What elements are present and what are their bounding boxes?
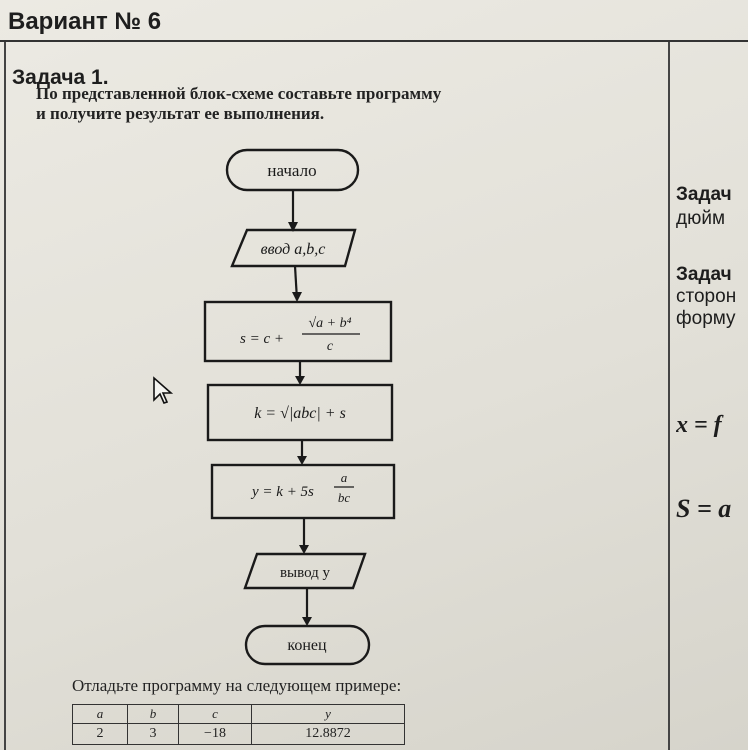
left-border (4, 42, 6, 750)
variant-title: Вариант № 6 (8, 8, 162, 35)
arrowhead (297, 456, 307, 465)
table-header-cell: y (251, 704, 405, 724)
process-block-s (203, 300, 393, 363)
right-formula-2: S = a (676, 494, 732, 523)
process-block-k (206, 383, 394, 442)
input-label: ввод a,b,c (261, 241, 326, 258)
output-label: вывод y (280, 565, 331, 581)
right-text-1: дюйм (676, 208, 726, 229)
s-formula-denominator: c (327, 339, 334, 354)
output-block (243, 552, 367, 590)
task-text-line-1: По представленной блок-схеме составьте п… (36, 84, 442, 103)
table-cell: 12.8872 (251, 723, 405, 745)
s-formula-lhs: s = c + (240, 331, 284, 347)
y-formula-numerator: a (341, 470, 348, 485)
table-header-cell: c (178, 704, 252, 724)
example-table: a b c y 2 3 −18 12.8872 (72, 704, 405, 745)
right-formula-1: x = f (676, 412, 722, 438)
task-text: По представленной блок-схеме составьте п… (36, 84, 596, 124)
input-block (230, 228, 357, 268)
table-cell: 2 (72, 723, 128, 745)
table-header-cell: a (72, 704, 128, 724)
header-bar (0, 0, 748, 42)
table-cell: −18 (178, 723, 252, 745)
table-cell: 3 (127, 723, 179, 745)
right-task-title-2: Задач (676, 264, 732, 285)
start-label: начало (267, 161, 316, 180)
column-divider (668, 42, 670, 750)
task-title: Задача 1. (12, 66, 109, 89)
table-header-cell: b (127, 704, 179, 724)
arrowhead (302, 617, 312, 626)
table-row: 2 3 −18 12.8872 (72, 723, 405, 745)
process-block-y (210, 463, 396, 520)
right-column: Задач дюйм Задач сторон форму x = f S = … (676, 180, 748, 540)
end-label: конец (287, 637, 327, 654)
y-formula-lhs: y = k + 5s (250, 484, 314, 500)
arrowhead (295, 376, 305, 385)
mouse-pointer-icon (153, 376, 174, 404)
end-terminal (244, 624, 371, 666)
table-header-row: a b c y (72, 704, 405, 724)
example-label: Отладьте программу на следующем примере: (72, 676, 402, 695)
arrowhead (292, 292, 302, 302)
right-text-3: форму (676, 308, 736, 329)
task-text-line-2: и получите результат ее выполнения. (36, 104, 325, 123)
arrowhead (288, 222, 298, 232)
arrowhead (299, 545, 309, 554)
right-task-title-1: Задач (676, 184, 732, 205)
k-formula: k = √|abc| + s (254, 405, 346, 422)
start-terminal (225, 148, 360, 192)
s-formula-numerator: √a + b⁴ (309, 316, 352, 331)
flowchart: начало ввод a,b,c s = c + √a + b⁴ c k = … (203, 148, 396, 666)
right-text-2: сторон (676, 286, 737, 307)
y-formula-denominator: bc (338, 490, 351, 505)
